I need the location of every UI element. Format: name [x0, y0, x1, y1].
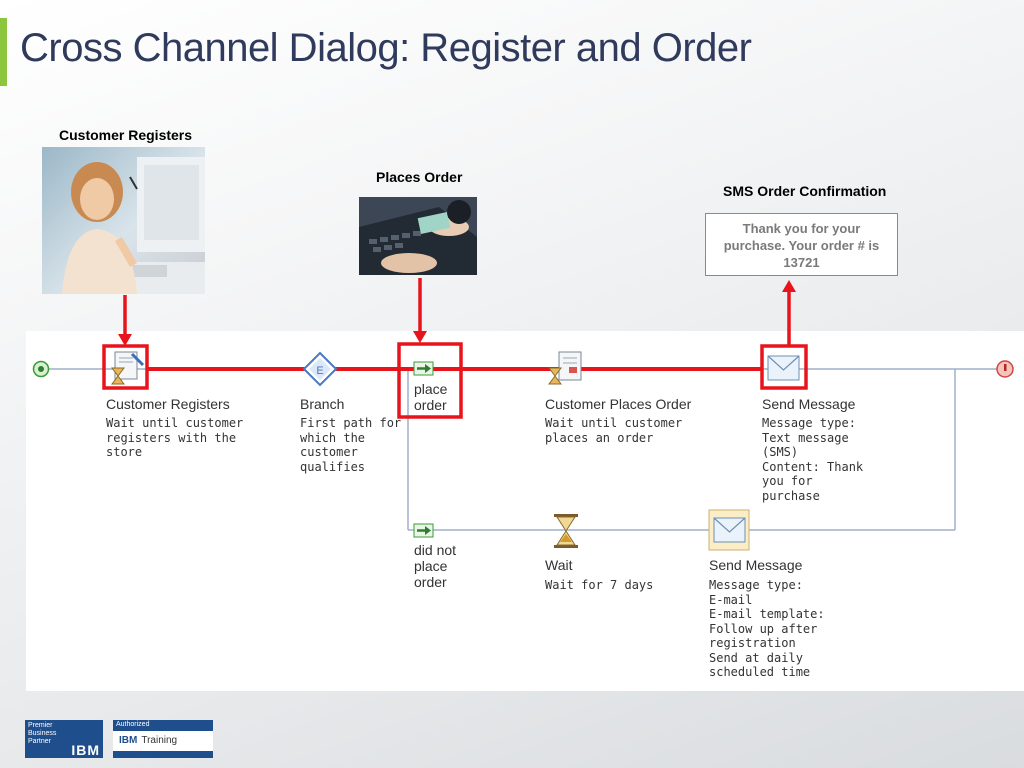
photo-to-order-arrow [413, 278, 427, 343]
node-title-did-not-place-order: did not place order [414, 542, 456, 590]
branch-diamond-icon[interactable]: E [304, 353, 336, 385]
photo-to-register-arrow [118, 295, 132, 346]
node-title-place-order: place order [414, 381, 447, 413]
hourglass-order-icon[interactable] [549, 352, 581, 384]
node-title-customer-registers: Customer Registers [106, 396, 230, 412]
node-desc-branch: First path for which the customer qualif… [300, 416, 401, 474]
ibm-mark: IBM [71, 746, 100, 754]
node-desc-customer-registers: Wait until customer registers with the s… [106, 416, 243, 460]
node-title-branch: Branch [300, 396, 344, 412]
green-arrow-icon-place-order[interactable] [414, 362, 433, 375]
node-desc-wait: Wait for 7 days [545, 578, 653, 593]
node-desc-send-message-sms: Message type: Text message (SMS) Content… [762, 416, 863, 503]
node-desc-customer-places-order: Wait until customer places an order [545, 416, 682, 445]
sms-up-arrow [782, 280, 796, 346]
svg-text:E: E [316, 365, 323, 377]
hourglass-icon[interactable] [554, 514, 578, 548]
node-title-send-message-sms: Send Message [762, 396, 855, 412]
hourglass-form-icon[interactable] [112, 352, 143, 384]
envelope-icon-sms[interactable] [768, 356, 799, 380]
node-title-wait: Wait [545, 557, 572, 573]
training-text: Training [141, 735, 177, 746]
start-icon[interactable] [34, 362, 49, 377]
node-title-send-message-email: Send Message [709, 557, 802, 573]
envelope-icon-email[interactable] [709, 510, 749, 550]
premier-business-partner-logo: Premier Business Partner IBM [25, 720, 103, 758]
authorized-text: Authorized [113, 720, 213, 730]
ibm-text: IBM [113, 735, 141, 746]
green-arrow-icon-did-not-place[interactable] [414, 524, 433, 537]
node-title-customer-places-order: Customer Places Order [545, 396, 691, 412]
end-icon[interactable] [997, 361, 1013, 377]
node-desc-send-message-email: Message type: E-mail E-mail template: Fo… [709, 578, 825, 680]
